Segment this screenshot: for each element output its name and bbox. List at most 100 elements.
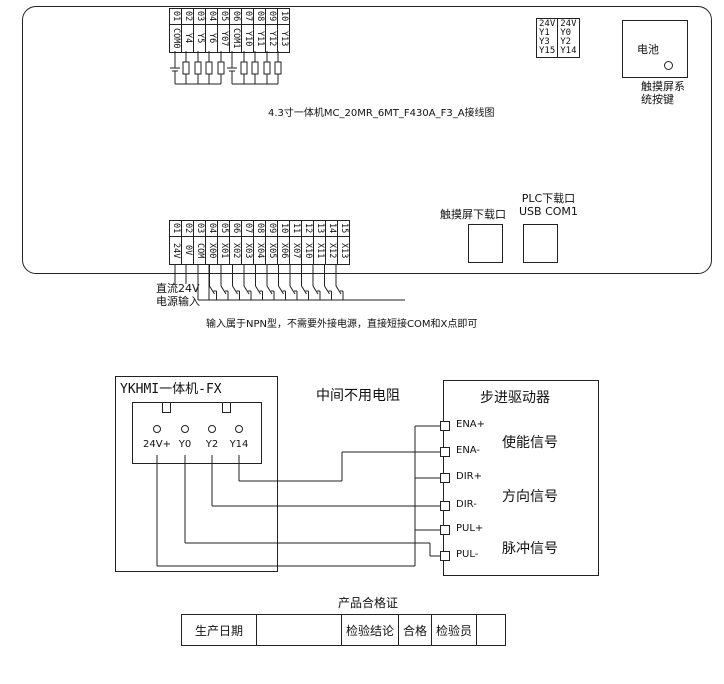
terminal-divider bbox=[290, 236, 301, 237]
terminal-signal: COM0 bbox=[171, 28, 181, 49]
terminal-divider bbox=[230, 236, 241, 237]
terminal-number: 07 bbox=[243, 223, 253, 234]
touch-download-port[interactable] bbox=[468, 224, 503, 263]
terminal-divider bbox=[194, 24, 205, 25]
terminal-divider bbox=[278, 236, 289, 237]
input-switch-icon bbox=[255, 264, 263, 300]
hmi-terminal-label: Y0 bbox=[178, 439, 192, 450]
terminal-number: 10 bbox=[279, 11, 289, 22]
terminal-signal: X11 bbox=[315, 242, 325, 259]
hmi-terminal-label: 24V+ bbox=[143, 439, 171, 450]
input-note: 输入属于NPN型，不需要外接电源，直接短接COM和X点即可 bbox=[206, 319, 478, 330]
input-switch-icon bbox=[289, 264, 298, 300]
terminal-signal: X07 bbox=[291, 242, 301, 259]
hmi-title: YKHMI一体机-FX bbox=[120, 382, 222, 397]
terminal-signal: Y13 bbox=[279, 30, 289, 47]
input-switch-icon bbox=[266, 264, 275, 300]
terminal-number: 10 bbox=[279, 223, 289, 234]
signal-label-enable: 使能信号 bbox=[502, 435, 558, 451]
terminal-signal: X06 bbox=[279, 242, 289, 259]
cert-cell-inspector-value[interactable] bbox=[476, 614, 507, 646]
terminal-divider bbox=[338, 236, 349, 237]
driver-terminal-label: DIR- bbox=[456, 499, 477, 510]
terminal-divider bbox=[302, 236, 313, 237]
terminal-number: 08 bbox=[255, 11, 265, 22]
hmi-terminal-screw-icon bbox=[208, 425, 216, 433]
driver-terminal-label: PUL+ bbox=[456, 523, 484, 534]
driver-terminal-box bbox=[440, 473, 450, 483]
plc-download-label: PLC下载口 USB COM1 bbox=[519, 192, 578, 218]
terminal-signal: Y10 bbox=[243, 30, 253, 47]
terminal-signal: X01 bbox=[219, 242, 229, 259]
terminal-number: 04 bbox=[207, 11, 217, 22]
driver-terminal-label: ENA+ bbox=[456, 419, 486, 430]
terminal-signal: 24V bbox=[171, 242, 181, 259]
input-switch-icon bbox=[278, 264, 286, 300]
driver-title: 步进驱动器 bbox=[480, 390, 550, 406]
input-switch-icon bbox=[220, 264, 229, 300]
cert-cell-inspector-label: 检验员 bbox=[431, 614, 478, 646]
battery-box: 电池 bbox=[622, 20, 688, 78]
terminal-number: 13 bbox=[315, 223, 325, 234]
terminal-signal: Y4 bbox=[183, 33, 193, 44]
driver-terminal-box bbox=[440, 551, 450, 561]
system-button-icon[interactable] bbox=[664, 61, 673, 70]
terminal-divider bbox=[230, 24, 241, 25]
input-switch-icon bbox=[243, 264, 252, 300]
terminal-divider bbox=[194, 236, 205, 237]
terminal-signal: X00 bbox=[207, 242, 217, 259]
hmi-box bbox=[115, 376, 278, 572]
hmi-terminal-tab-left bbox=[162, 402, 171, 413]
terminal-signal: X03 bbox=[243, 242, 253, 259]
middle-note: 中间不用电阻 bbox=[316, 388, 400, 404]
touch-download-label: 触摸屏下载口 bbox=[440, 208, 506, 221]
terminal-number: 07 bbox=[243, 11, 253, 22]
diagram-title: 4.3寸一体机MC_20MR_6MT_F430A_F3_A接线图 bbox=[268, 108, 495, 119]
output-terminal-group: 24V Y1 Y3 Y15 24V Y0 Y2 Y14 bbox=[535, 18, 580, 58]
terminal-divider bbox=[170, 236, 181, 237]
driver-terminal-label: ENA- bbox=[456, 445, 481, 456]
terminal-signal: Y11 bbox=[255, 30, 265, 47]
hmi-terminal-label: Y2 bbox=[205, 439, 219, 450]
cert-cell-date-value[interactable] bbox=[256, 614, 342, 646]
driver-terminal-label: DIR+ bbox=[456, 471, 482, 482]
terminal-number: 03 bbox=[195, 223, 205, 234]
driver-terminal-label: PUL- bbox=[456, 549, 479, 560]
terminal-divider bbox=[314, 236, 325, 237]
device-panel bbox=[22, 6, 712, 274]
terminal-divider bbox=[278, 24, 289, 25]
terminal-signal: X10 bbox=[303, 242, 313, 259]
terminal-number: 01 bbox=[171, 11, 181, 22]
hmi-terminal-screw-icon bbox=[153, 425, 161, 433]
driver-terminal-box bbox=[440, 501, 450, 511]
hmi-terminal-screw-icon bbox=[181, 425, 189, 433]
terminal-divider bbox=[170, 24, 181, 25]
terminal-signal: X05 bbox=[267, 242, 277, 259]
terminal-divider bbox=[266, 24, 277, 25]
input-switch-icon bbox=[209, 264, 217, 300]
terminal-signal: COM bbox=[195, 242, 205, 259]
terminal-signal: 0V bbox=[183, 245, 193, 256]
terminal-divider bbox=[206, 24, 217, 25]
terminal-number: 05 bbox=[219, 11, 229, 22]
driver-terminal-box bbox=[440, 447, 450, 457]
certificate-title: 产品合格证 bbox=[338, 596, 399, 610]
terminal-divider bbox=[242, 236, 253, 237]
terminal-divider bbox=[266, 236, 277, 237]
terminal-divider bbox=[218, 24, 229, 25]
plc-download-port[interactable] bbox=[523, 224, 558, 263]
